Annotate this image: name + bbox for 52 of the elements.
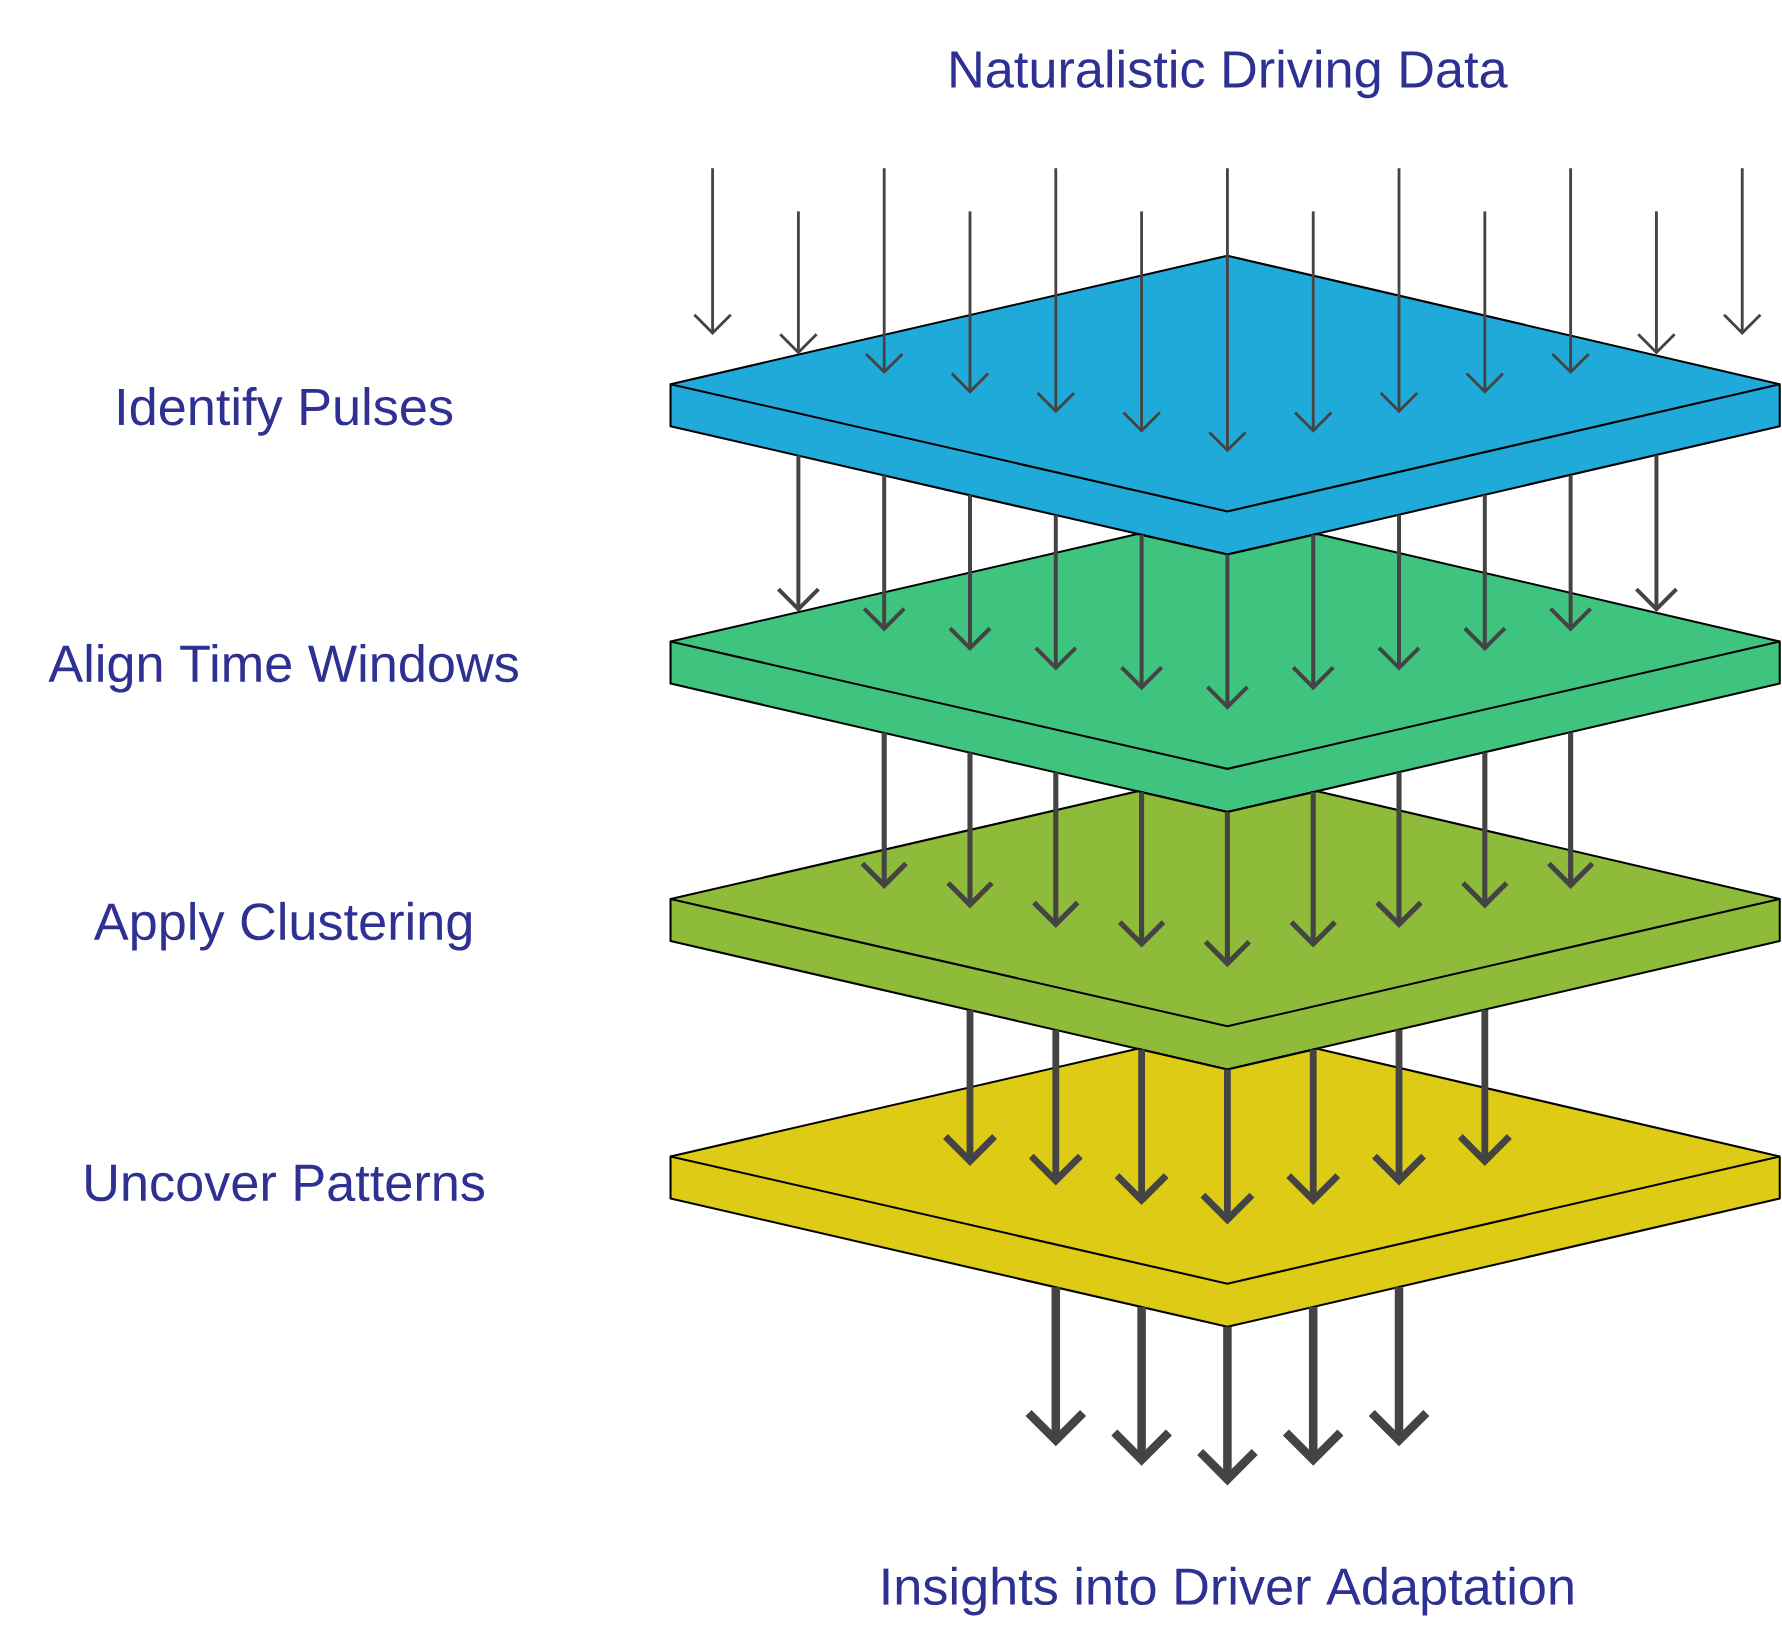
arrow <box>943 1009 997 1166</box>
layer-slab <box>669 1047 1781 1328</box>
arrow <box>1375 772 1423 928</box>
arrow <box>1032 772 1080 928</box>
arrow <box>693 168 732 335</box>
arrow <box>1282 1306 1344 1466</box>
arrow <box>1118 791 1166 948</box>
arrow <box>1025 1286 1087 1447</box>
arrow <box>1289 791 1337 948</box>
arrow <box>1635 455 1678 612</box>
layer-slab <box>669 532 1781 813</box>
arrow <box>1203 811 1252 967</box>
output-text: Insights into Driver Adaptation <box>883 1566 1573 1616</box>
step-label: Apply Clustering <box>93 901 471 951</box>
arrow <box>1034 514 1078 671</box>
arrow <box>1372 1029 1426 1186</box>
arrow <box>1551 168 1590 374</box>
arrow <box>1036 168 1075 413</box>
arrow <box>1206 554 1249 710</box>
arrow <box>1028 1029 1083 1186</box>
arrow <box>1208 168 1247 453</box>
arrow <box>1122 211 1161 433</box>
arrow <box>1463 494 1507 651</box>
arrow <box>1547 732 1595 889</box>
arrow <box>1291 534 1335 690</box>
arrow <box>1465 211 1504 394</box>
arrow <box>1549 475 1593 632</box>
arrow <box>1111 1306 1172 1466</box>
arrow <box>1723 168 1762 335</box>
step-label: Align Time Windows <box>48 643 518 693</box>
arrow <box>862 475 906 632</box>
arrow <box>1294 211 1333 433</box>
arrow <box>1377 514 1421 671</box>
arrow <box>777 455 820 612</box>
arrow <box>1197 1326 1258 1486</box>
layer-slab <box>669 790 1781 1071</box>
arrow <box>779 211 818 355</box>
layer-slab <box>669 254 1781 556</box>
arrow <box>948 494 992 651</box>
arrow <box>1637 211 1676 355</box>
step-label: Identify Pulses <box>118 386 453 436</box>
step-label: Uncover Patterns <box>86 1164 485 1202</box>
heading-text: Naturalistic Driving Data <box>951 49 1508 98</box>
arrow <box>946 752 994 909</box>
arrow <box>860 732 908 889</box>
arrow <box>1368 1286 1430 1447</box>
arrow <box>1120 534 1163 690</box>
arrow <box>865 168 904 374</box>
arrow <box>1379 168 1419 413</box>
arrow <box>950 211 990 394</box>
arrow <box>1457 1009 1512 1166</box>
arrow <box>1461 752 1509 909</box>
